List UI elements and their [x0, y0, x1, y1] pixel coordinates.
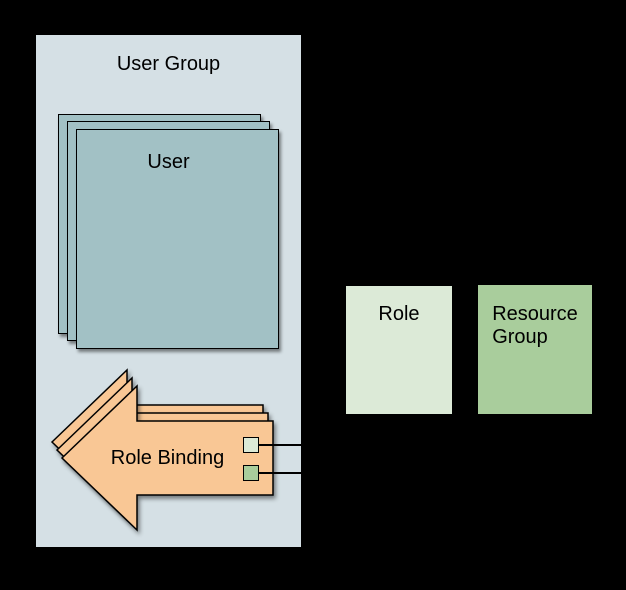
resource-group-label-lines: Resource Group: [492, 303, 578, 349]
role-binding-label: Role Binding: [110, 447, 225, 469]
role-binding-arrow: [50, 368, 274, 532]
role-port-square: [243, 437, 259, 453]
resource-group-label-line1: Resource: [492, 303, 578, 325]
user-label: User: [147, 151, 190, 173]
resource-group-label-line2: Group: [492, 326, 548, 348]
role-box: [345, 285, 453, 415]
resource-group-label: Resource Group: [477, 303, 593, 349]
connector-role-binding-to-role: [258, 444, 348, 446]
role-label: Role: [378, 303, 420, 325]
connector-role-binding-to-resource-group: [258, 472, 480, 474]
resource-group-port-square: [243, 465, 259, 481]
user-group-label: User Group: [116, 53, 221, 75]
resource-group-box: [477, 284, 593, 415]
role-binding-arrow-layer-front: [60, 384, 274, 532]
user-card-front: [76, 129, 279, 349]
